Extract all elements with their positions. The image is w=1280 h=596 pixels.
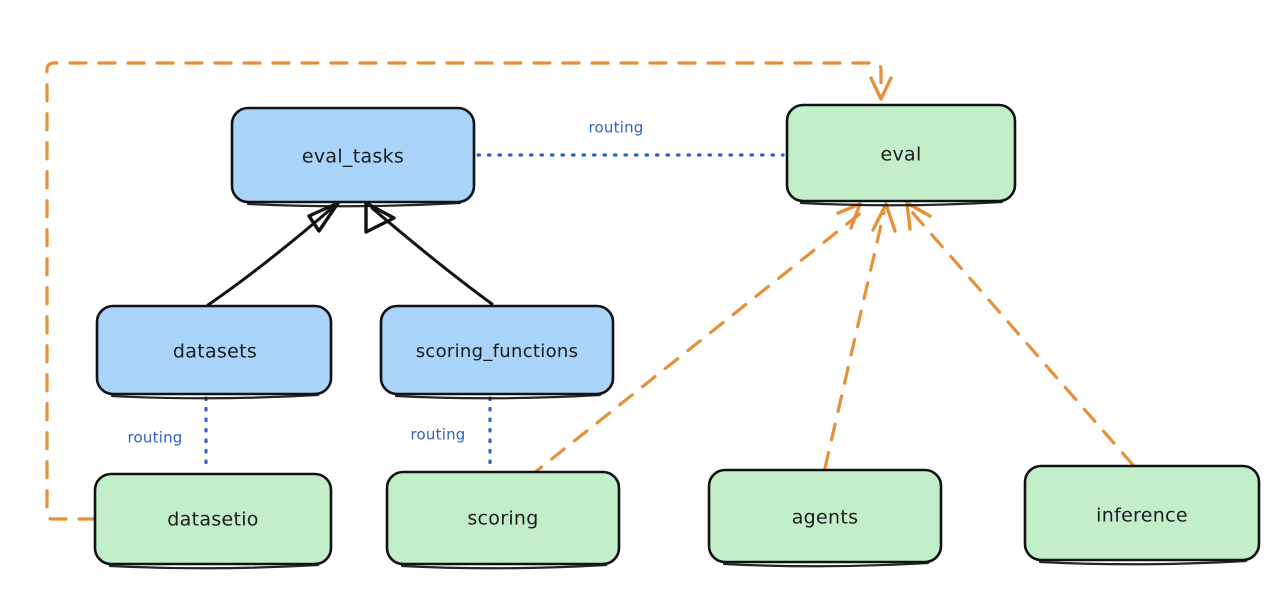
- node-eval_tasks-box[interactable]: [230, 106, 476, 204]
- node-eval[interactable]: eval: [785, 103, 1017, 207]
- node-datasets-sketch-underline: [110, 393, 320, 400]
- edge-line-scoringfn-eval_tasks: [370, 206, 494, 306]
- node-scoring[interactable]: scoring: [385, 470, 621, 570]
- node-inference-sketch-underline: [1038, 559, 1248, 566]
- node-eval_tasks[interactable]: eval_tasks: [230, 106, 476, 208]
- node-scoring_functions-box[interactable]: [379, 304, 615, 396]
- node-inference[interactable]: inference: [1023, 464, 1261, 566]
- node-scoring-label: scoring: [467, 508, 538, 530]
- edge-scoringfn-eval_tasks: [364, 201, 494, 306]
- routing-edges: [204, 153, 785, 473]
- arrowhead-agents-eval: [871, 202, 897, 233]
- node-eval_tasks-label: eval_tasks: [302, 146, 404, 168]
- edge-label-routing-middle: routing: [411, 426, 466, 444]
- edge-agents-eval: [823, 202, 897, 470]
- node-eval-label: eval: [880, 144, 921, 166]
- dependency-edges: [45, 61, 1135, 521]
- node-scoring-box[interactable]: [385, 470, 621, 566]
- node-datasets-label: datasets: [173, 341, 257, 363]
- node-agents-sketch-underline: [722, 561, 930, 568]
- node-scoring-sketch-underline: [400, 563, 608, 570]
- node-scoring_functions-sketch-underline: [394, 393, 602, 400]
- node-datasetio[interactable]: datasetio: [93, 472, 333, 570]
- node-eval-box[interactable]: [785, 103, 1017, 203]
- node-datasetio-label: datasetio: [167, 509, 258, 531]
- arrowhead-scoring-eval: [836, 202, 862, 230]
- diagram-nodes: eval_tasks eval datasets scoring_functio…: [93, 103, 1261, 570]
- node-scoring_functions[interactable]: scoring_functions: [379, 304, 615, 400]
- edge-inference-eval: [905, 201, 1135, 467]
- node-datasets-box[interactable]: [95, 304, 333, 396]
- hierarchy-edges: [206, 201, 494, 307]
- edge-line-datasetio-eval: [45, 61, 883, 521]
- node-scoring_functions-label: scoring_functions: [416, 341, 579, 362]
- arrowhead-scoringfn-eval_tasks: [364, 201, 396, 234]
- edge-label-routing-top: routing: [589, 119, 644, 137]
- edge-datasetio-eval: [45, 61, 893, 521]
- node-eval_tasks-sketch-underline: [246, 201, 462, 208]
- edge-line-scoring-eval: [527, 210, 864, 479]
- node-datasetio-sketch-underline: [108, 563, 320, 570]
- edge-line-inference-eval: [910, 210, 1135, 467]
- edge-line-datasets-eval_tasks: [206, 206, 334, 307]
- edge-line-agents-eval: [823, 210, 886, 470]
- node-inference-label: inference: [1096, 505, 1188, 527]
- edge-label-routing-left: routing: [128, 429, 183, 447]
- node-datasets[interactable]: datasets: [95, 304, 333, 400]
- node-eval-sketch-underline: [799, 200, 1004, 207]
- arrowhead-datasetio-eval: [869, 76, 893, 101]
- node-agents-box[interactable]: [707, 468, 943, 564]
- arrowhead-datasets-eval_tasks: [307, 201, 340, 233]
- node-agents-label: agents: [792, 507, 859, 529]
- edge-datasets-eval_tasks: [206, 201, 340, 307]
- node-agents[interactable]: agents: [707, 468, 943, 568]
- arrowhead-inference-eval: [905, 201, 932, 231]
- node-inference-box[interactable]: [1023, 464, 1261, 562]
- edge-labels: routing routing routing: [128, 119, 644, 447]
- node-datasetio-box[interactable]: [93, 472, 333, 566]
